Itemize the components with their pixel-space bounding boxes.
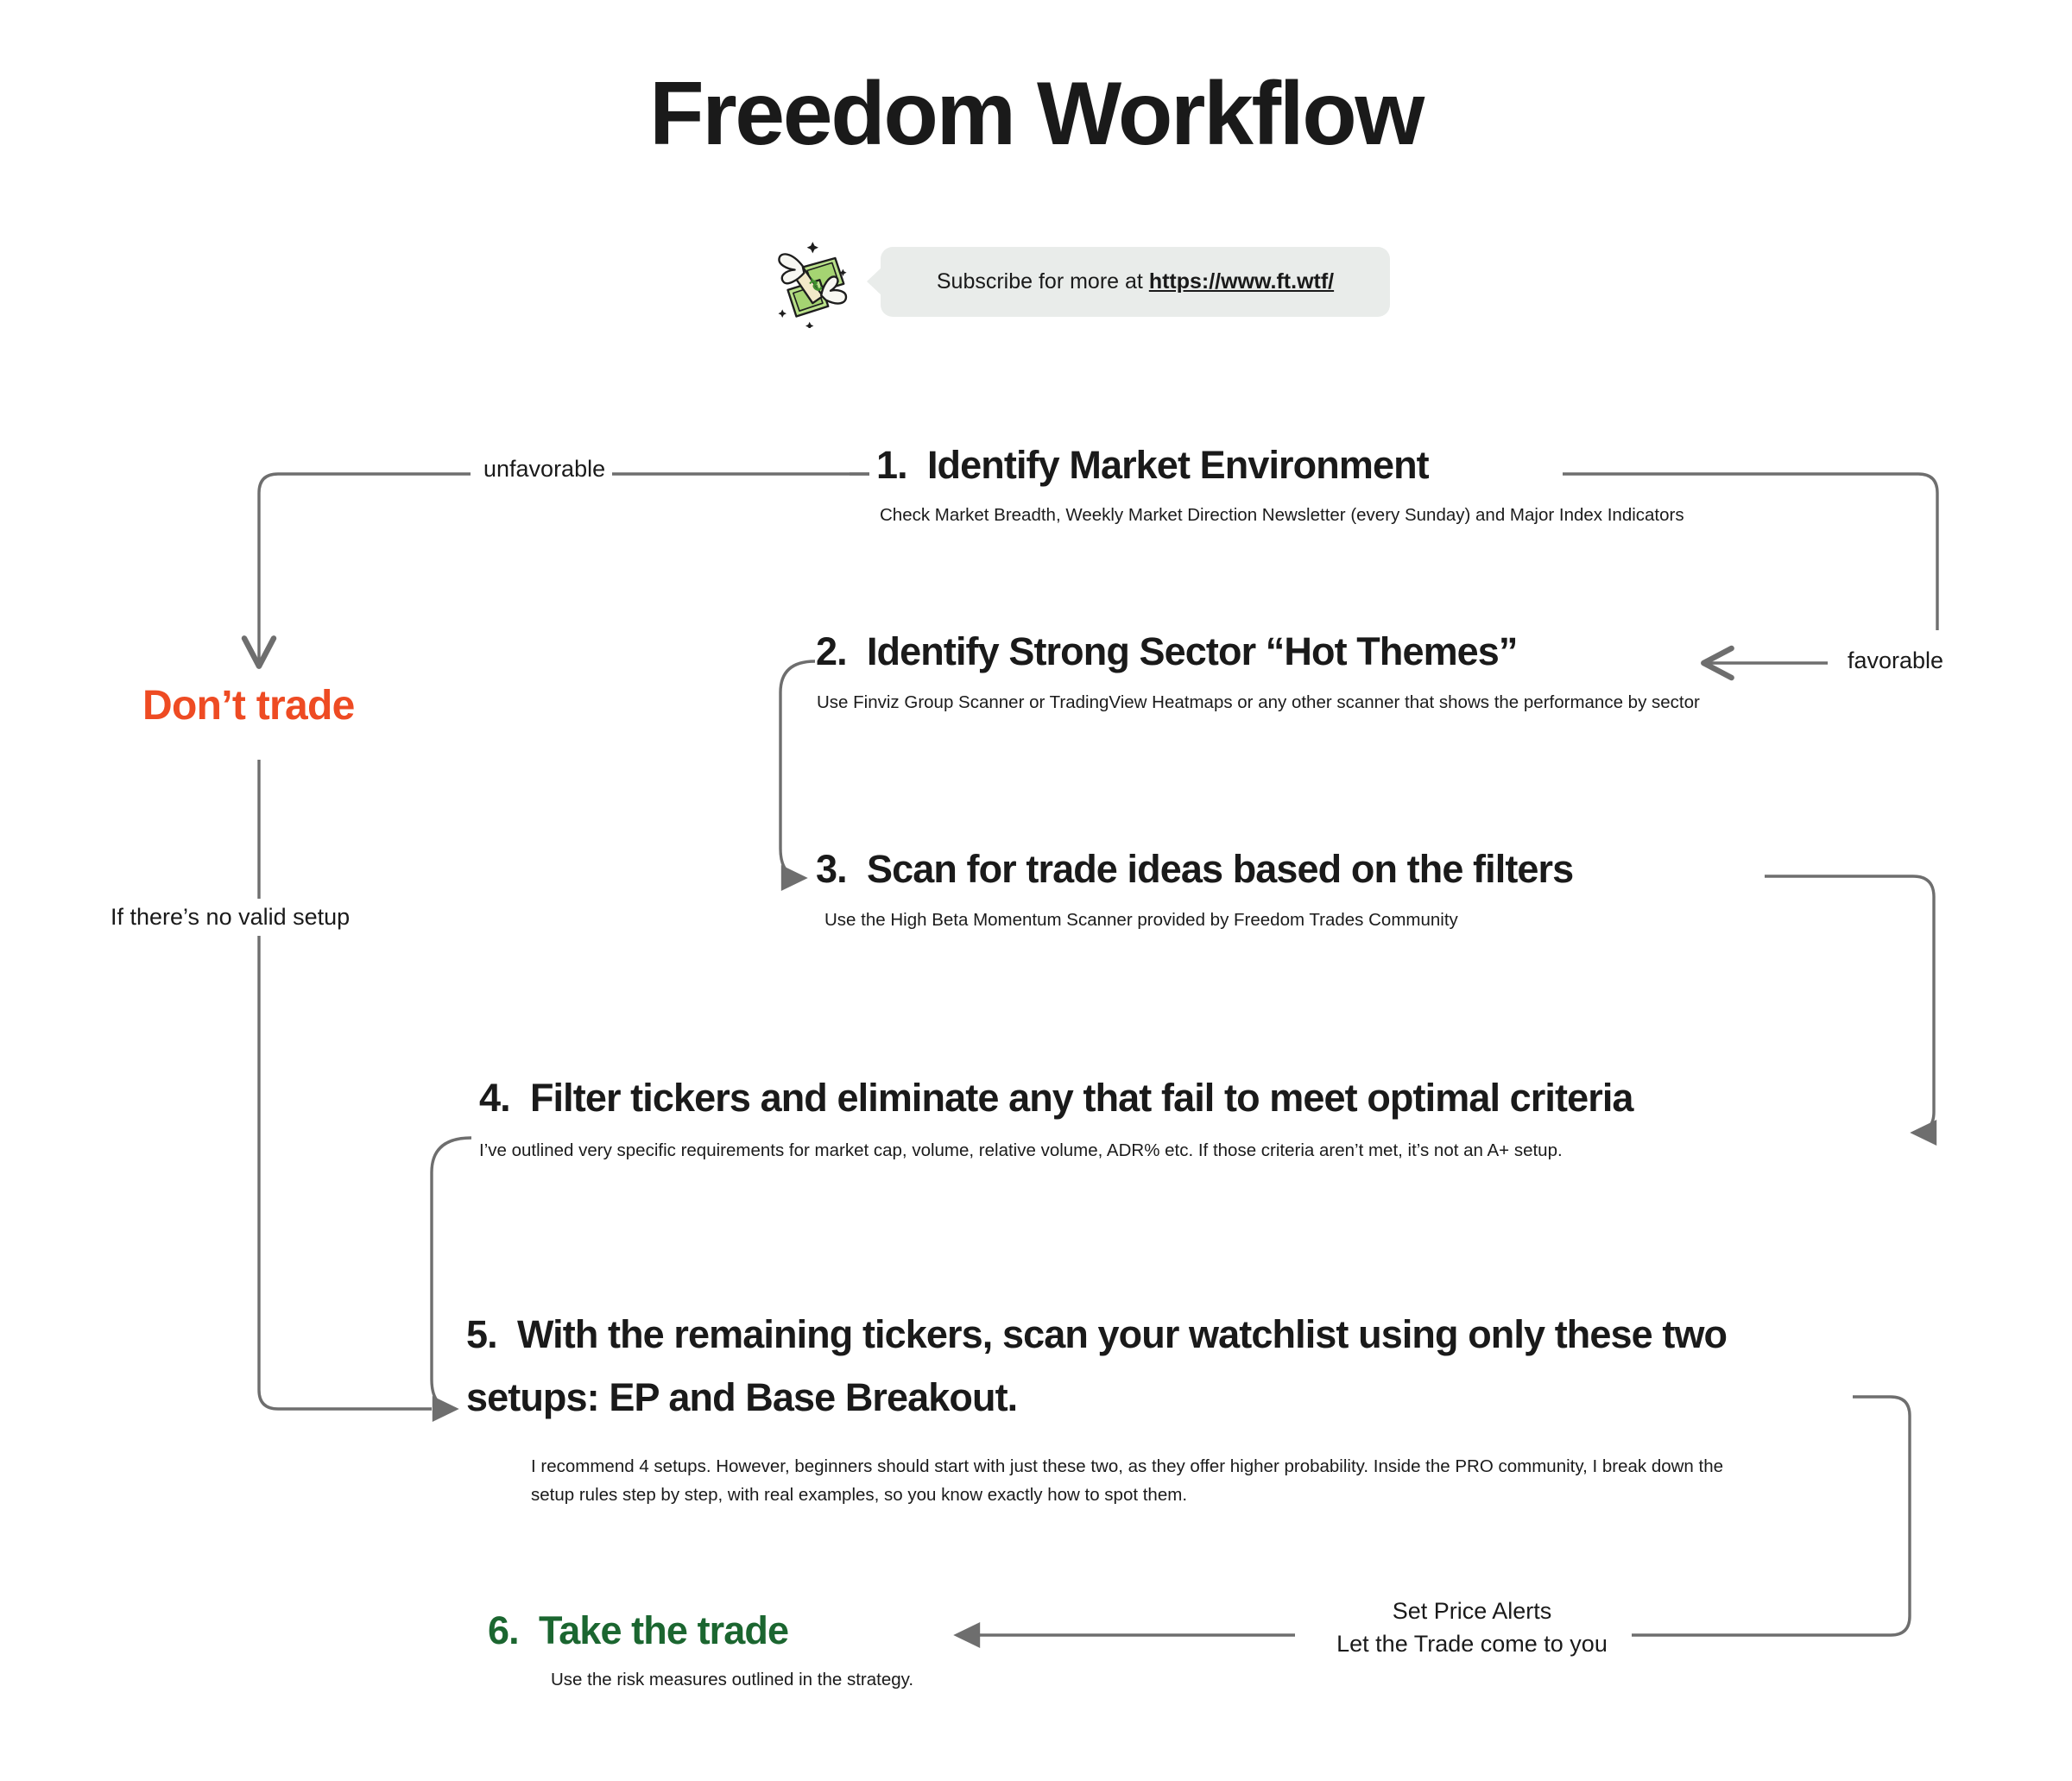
step-4-heading: Filter tickers and eliminate any that fa… bbox=[529, 1076, 1633, 1120]
step-3: 3. Scan for trade ideas based on the fil… bbox=[816, 846, 1574, 934]
step-1-title: 1. Identify Market Environment bbox=[876, 442, 1684, 488]
step-2-description: Use Finviz Group Scanner or TradingView … bbox=[817, 692, 1700, 713]
step-4-number: 4. bbox=[479, 1076, 511, 1120]
page-title: Freedom Workflow bbox=[649, 64, 1424, 164]
price-alert-note: Set Price Alerts Let the Trade come to y… bbox=[1312, 1595, 1632, 1661]
step-1: 1. Identify Market Environment Check Mar… bbox=[876, 442, 1684, 529]
step-2-number: 2. bbox=[816, 629, 848, 673]
step-5-title: 5. With the remaining tickers, scan your… bbox=[466, 1304, 1787, 1430]
dont-trade-outcome: Don’t trade bbox=[142, 683, 355, 729]
step-2-heading: Identify Strong Sector “Hot Themes” bbox=[866, 629, 1518, 673]
subscribe-text: Subscribe for more at https://www.ft.wtf… bbox=[937, 269, 1334, 294]
step-4: 4. Filter tickers and eliminate any that… bbox=[479, 1075, 1633, 1165]
step-1-heading: Identify Market Environment bbox=[926, 443, 1430, 487]
step-6-number: 6. bbox=[488, 1608, 520, 1652]
step-2: 2. Identify Strong Sector “Hot Themes” U… bbox=[816, 628, 1700, 717]
step-6: 6. Take the trade Use the risk measures … bbox=[488, 1607, 913, 1694]
step-3-number: 3. bbox=[816, 847, 848, 891]
step-5: 5. With the remaining tickers, scan your… bbox=[466, 1304, 1787, 1509]
step-5-number: 5. bbox=[466, 1312, 498, 1356]
step-3-title: 3. Scan for trade ideas based on the fil… bbox=[816, 846, 1574, 892]
step-1-description: Check Market Breadth, Weekly Market Dire… bbox=[880, 505, 1684, 526]
subscribe-banner: Subscribe for more at https://www.ft.wtf… bbox=[768, 235, 1390, 328]
step-5-heading: With the remaining tickers, scan your wa… bbox=[466, 1312, 1728, 1419]
price-alert-line-2: Let the Trade come to you bbox=[1312, 1627, 1632, 1661]
step-6-title: 6. Take the trade bbox=[488, 1607, 913, 1653]
flow-label-unfavorable: unfavorable bbox=[477, 456, 613, 483]
step-4-description: I’ve outlined very specific requirements… bbox=[479, 1140, 1563, 1161]
subscribe-bubble: Subscribe for more at https://www.ft.wtf… bbox=[881, 246, 1390, 317]
step-3-heading: Scan for trade ideas based on the filter… bbox=[866, 847, 1574, 891]
money-with-wings-icon bbox=[778, 242, 848, 328]
step-3-description: Use the High Beta Momentum Scanner provi… bbox=[824, 910, 1458, 931]
step-6-description: Use the risk measures outlined in the st… bbox=[551, 1670, 914, 1690]
step-1-number: 1. bbox=[876, 443, 908, 487]
subscribe-link[interactable]: https://www.ft.wtf/ bbox=[1148, 268, 1335, 294]
flow-label-no-valid-setup: If there’s no valid setup bbox=[102, 899, 359, 936]
price-alert-line-1: Set Price Alerts bbox=[1312, 1595, 1632, 1628]
step-2-title: 2. Identify Strong Sector “Hot Themes” bbox=[816, 628, 1700, 674]
flow-label-favorable: favorable bbox=[1841, 647, 1951, 674]
subscribe-prefix: Subscribe for more at bbox=[936, 268, 1149, 294]
step-5-description: I recommend 4 setups. However, beginners… bbox=[531, 1456, 1724, 1505]
step-6-heading: Take the trade bbox=[538, 1608, 789, 1652]
step-4-title: 4. Filter tickers and eliminate any that… bbox=[479, 1075, 1633, 1121]
